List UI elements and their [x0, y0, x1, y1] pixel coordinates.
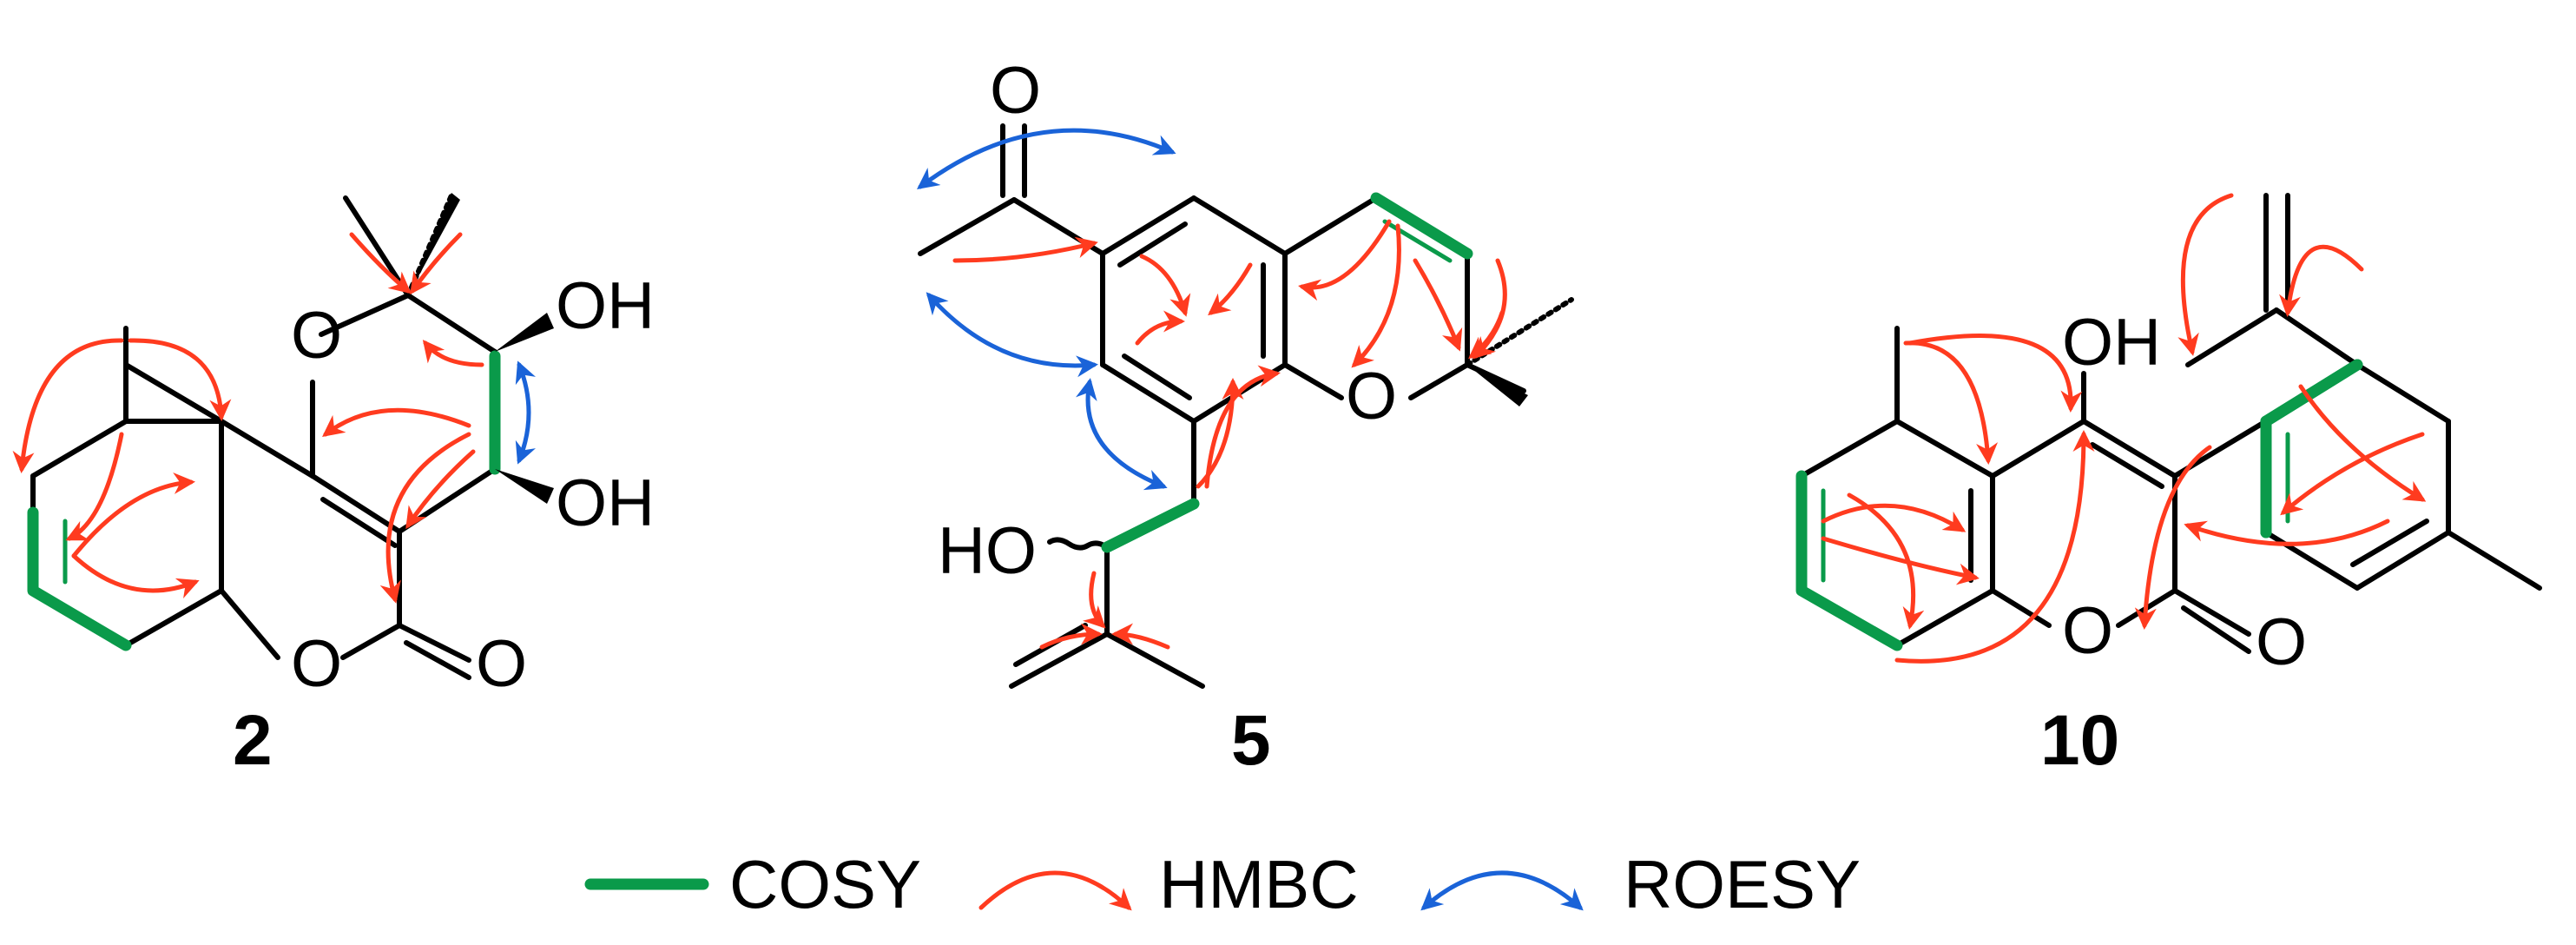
compound-5-cosy-bonds [1101, 192, 1473, 553]
compound-2-wedge-bonds [408, 193, 554, 504]
compound-5-structure: O O HO 5 [916, 54, 1574, 780]
compound-2-hmbc-arrows [12, 232, 484, 604]
compound-10-hmbc-arrows [1821, 193, 2427, 664]
compound-5-label: 5 [1231, 701, 1271, 780]
compound-5-ketone-oxygen: O [990, 54, 1041, 128]
legend: COSY HMBC ROESY [584, 846, 1861, 922]
compound-10-hydroxyl: OH [2062, 306, 2161, 380]
legend-roesy-swatch [1420, 870, 1584, 911]
compound-5-atom-labels: O O HO [938, 54, 1397, 588]
compound-5-wedge-bond [1467, 365, 1528, 406]
compound-5-roesy-arrows [916, 128, 1176, 491]
compound-10-label: 10 [2040, 701, 2119, 780]
compound-5-ring-oxygen: O [1346, 360, 1397, 433]
compound-10-cosy-bonds [1795, 359, 2363, 651]
compound-5-side-hydroxyl: HO [938, 514, 1037, 588]
compound-5-hmbc-arrows [952, 219, 1507, 650]
compound-2-ring-oxygen: O [291, 299, 342, 373]
compound-2-upper-hydroxyl: OH [556, 269, 655, 343]
compound-2-atom-labels: O OH OH O O [291, 269, 655, 701]
compound-5-bonds [918, 123, 1574, 689]
compound-2-lactone-oxygen: O [291, 627, 342, 701]
compound-10-atom-labels: OH O O [2062, 306, 2307, 679]
compound-2-bonds [30, 193, 497, 680]
compound-10-lactone-oxygen: O [2062, 594, 2113, 668]
compound-2-structure: O OH OH O O 2 [12, 193, 655, 780]
compound-2-cosy-bonds [27, 350, 501, 651]
legend-roesy-label: ROESY [1624, 846, 1861, 922]
compound-2-carbonyl-oxygen: O [476, 627, 527, 701]
legend-cosy-label: COSY [729, 846, 921, 922]
compound-2-roesy-arrows [515, 360, 537, 465]
compound-10-carbonyl-oxygen: O [2256, 605, 2307, 679]
compound-2-lower-hydroxyl: OH [556, 466, 655, 540]
legend-hmbc-label: HMBC [1159, 846, 1359, 922]
compound-2-label: 2 [233, 701, 273, 780]
compound-10-structure: OH O O 10 [1795, 193, 2542, 780]
legend-hmbc-swatch [978, 870, 1132, 911]
